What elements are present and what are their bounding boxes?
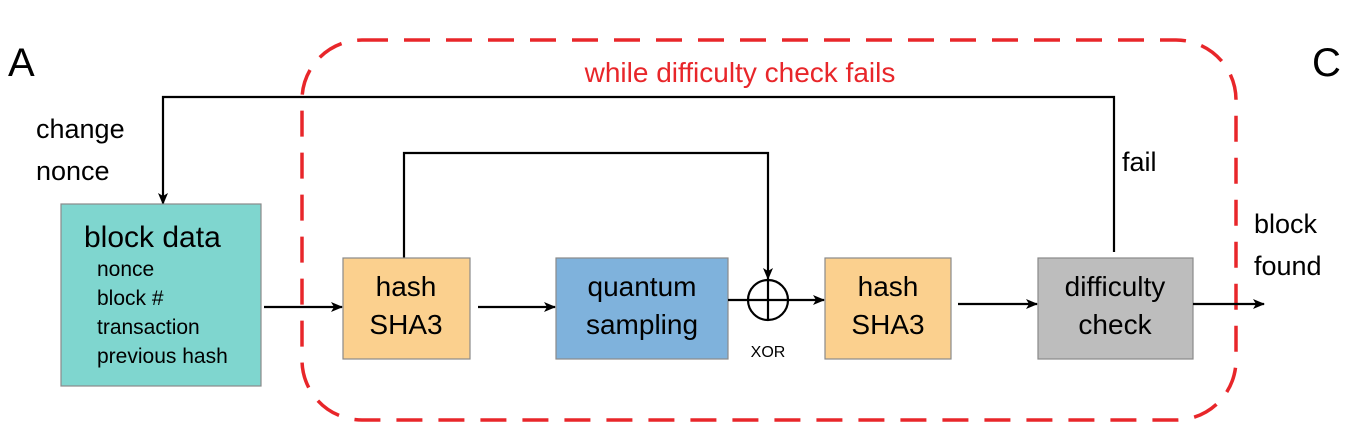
feedback-arrow (158, 95, 1116, 252)
loop-label: while difficulty check fails (584, 57, 896, 88)
quantum-line-2: sampling (586, 309, 698, 340)
quantum-sampling-box: quantum sampling (555, 257, 729, 360)
hash-sha3-box-2: hash SHA3 (824, 257, 952, 360)
difficulty-line-1: difficulty (1065, 271, 1166, 302)
block-field: block # (97, 287, 164, 310)
change-nonce-line-2: nonce (36, 156, 110, 186)
hash1-line-2: SHA3 (369, 309, 442, 340)
block-field: nonce (97, 258, 154, 281)
hash-bypass-arrow (402, 151, 773, 280)
block-found-line-2: found (1254, 251, 1322, 281)
hash1-line-1: hash (376, 271, 437, 302)
block-data-box: block data nonce block # transaction pre… (60, 203, 262, 387)
xor-label: XOR (751, 344, 786, 361)
hash2-line-2: SHA3 (851, 309, 924, 340)
block-field: previous hash (97, 345, 228, 368)
block-found-line-1: block (1254, 209, 1318, 239)
block-field: transaction (97, 316, 200, 339)
difficulty-check-box: difficulty check (1037, 257, 1194, 360)
panel-label-a: A (8, 41, 35, 85)
hash-sha3-box-1: hash SHA3 (342, 257, 471, 360)
difficulty-line-2: check (1078, 309, 1152, 340)
panel-label-c: C (1312, 41, 1341, 85)
change-nonce-line-1: change (36, 114, 125, 144)
hash2-line-1: hash (858, 271, 919, 302)
xor-symbol (746, 278, 790, 322)
block-data-title: block data (84, 221, 221, 254)
fail-label: fail (1122, 147, 1157, 177)
quantum-line-1: quantum (588, 271, 697, 302)
